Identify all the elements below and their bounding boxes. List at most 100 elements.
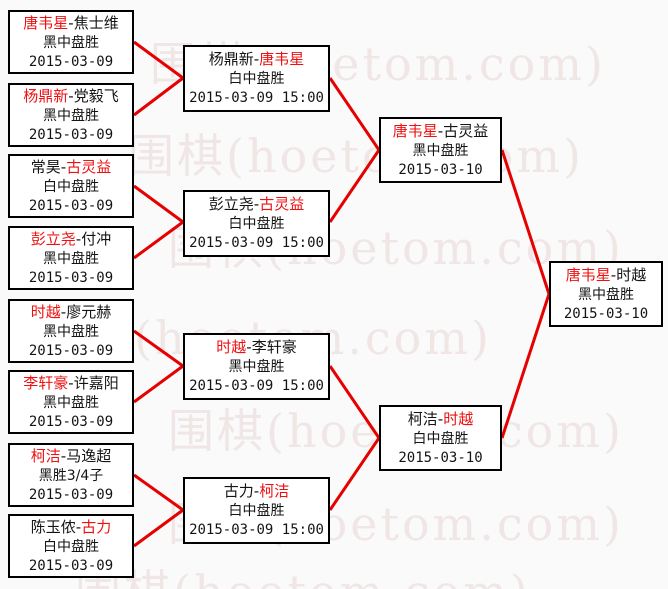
match-date: 2015-03-10: [398, 449, 483, 466]
match-players: 时越-廖元赫: [30, 302, 112, 321]
connector-line: [133, 473, 184, 512]
player-name: 柯洁: [30, 446, 61, 465]
match-box-r1-4: 彭立尧-付冲 黑中盘胜 2015-03-09: [8, 226, 134, 290]
player-name: 时越: [216, 338, 247, 356]
player-name: 付冲: [81, 229, 112, 248]
player-name: 彭立尧: [30, 229, 76, 248]
player-name: 古力: [223, 482, 254, 500]
match-box-r2-1: 杨鼎新-唐韦星 白中盘胜 2015-03-09 15:00: [183, 45, 330, 112]
player-name: 唐韦星: [259, 50, 305, 68]
match-result: 白中盘胜: [228, 503, 285, 519]
match-box-r1-6: 李轩豪-许嘉阳 黑中盘胜 2015-03-09: [8, 370, 134, 434]
player-name: 古灵益: [66, 157, 112, 176]
match-date: 2015-03-09: [28, 269, 114, 286]
match-box-r1-3: 常昊-古灵益 白中盘胜 2015-03-09: [8, 154, 134, 218]
connector-line: [133, 329, 184, 368]
match-result: 黑中盘胜: [43, 34, 99, 51]
match-date: 2015-03-09: [28, 486, 114, 503]
connector-line: [133, 76, 184, 117]
match-date: 2015-03-09 15:00: [189, 90, 324, 106]
match-box-r1-8: 陈玉侬-古力 白中盘胜 2015-03-09: [8, 514, 134, 578]
player-name: 常昊: [30, 157, 61, 176]
player-name: 李轩豪: [251, 338, 297, 356]
match-box-r1-2: 杨鼎新-党毅飞 黑中盘胜 2015-03-09: [8, 83, 134, 147]
match-players: 彭立尧-古灵益: [208, 195, 305, 213]
match-players: 柯洁-马逸超: [30, 446, 112, 465]
player-name: 党毅飞: [73, 86, 119, 105]
match-box-r2-2: 彭立尧-古灵益 白中盘胜 2015-03-09 15:00: [183, 190, 330, 257]
match-players: 陈玉侬-古力: [30, 517, 112, 536]
match-result: 黑中盘胜: [578, 286, 634, 303]
match-result: 黑中盘胜: [412, 142, 469, 159]
match-box-final: 唐韦星-时越 黑中盘胜 2015-03-10: [549, 261, 663, 327]
match-box-r2-4: 古力-柯洁 白中盘胜 2015-03-09 15:00: [183, 477, 330, 544]
match-result: 黑中盘胜: [228, 359, 285, 375]
player-name: 柯洁: [407, 409, 438, 428]
match-date: 2015-03-09: [28, 197, 114, 214]
match-box-sf-1: 唐韦星-古灵益 黑中盘胜 2015-03-10: [379, 117, 502, 183]
connector-line: [133, 220, 184, 260]
match-result: 黑中盘胜: [43, 107, 99, 124]
player-name: 杨鼎新: [208, 50, 254, 68]
match-date: 2015-03-09 15:00: [189, 522, 324, 538]
match-players: 柯洁-时越: [407, 409, 474, 428]
match-date: 2015-03-09: [28, 342, 114, 359]
connector-line: [328, 77, 381, 151]
match-players: 常昊-古灵益: [30, 157, 112, 176]
match-date: 2015-03-09: [28, 413, 114, 430]
player-name: 李轩豪: [23, 373, 69, 392]
player-name: 古力: [81, 517, 112, 536]
match-players: 唐韦星-焦士维: [23, 13, 119, 32]
connector-line: [328, 149, 381, 223]
match-players: 彭立尧-付冲: [30, 229, 112, 248]
player-name: 时越: [30, 302, 61, 321]
connector-line: [500, 149, 551, 295]
match-date: 2015-03-09 15:00: [189, 378, 324, 394]
match-players: 古力-柯洁: [223, 482, 290, 500]
match-result: 白中盘胜: [43, 178, 99, 195]
player-name: 焦士维: [73, 13, 119, 32]
match-players: 李轩豪-许嘉阳: [23, 373, 119, 392]
connector-line: [133, 508, 184, 548]
watermark-text: 围棋(hoetom.com): [75, 556, 531, 589]
player-name: 唐韦星: [565, 265, 611, 284]
connector-line: [500, 293, 551, 439]
connector-line: [133, 364, 184, 404]
match-date: 2015-03-10: [563, 305, 649, 322]
player-name: 许嘉阳: [73, 373, 119, 392]
connector-line: [328, 437, 381, 511]
player-name: 廖元赫: [66, 302, 112, 321]
match-players: 杨鼎新-唐韦星: [208, 50, 305, 68]
match-players: 杨鼎新-党毅飞: [23, 86, 119, 105]
player-name: 陈玉侬: [30, 517, 76, 536]
match-result: 白中盘胜: [228, 216, 285, 232]
match-players: 唐韦星-古灵益: [392, 121, 489, 140]
match-result: 黑中盘胜: [43, 394, 99, 411]
player-name: 时越: [616, 265, 647, 284]
match-result: 白中盘胜: [228, 71, 285, 87]
match-result: 白中盘胜: [412, 430, 469, 447]
match-box-r1-1: 唐韦星-焦士维 黑中盘胜 2015-03-09: [8, 10, 134, 74]
match-result: 黑中盘胜: [43, 250, 99, 267]
connector-line: [133, 40, 184, 80]
match-box-r2-3: 时越-李轩豪 黑中盘胜 2015-03-09 15:00: [183, 333, 330, 400]
match-box-r1-7: 柯洁-马逸超 黑胜3/4子 2015-03-09: [8, 443, 134, 507]
match-box-r1-5: 时越-廖元赫 黑中盘胜 2015-03-09: [8, 299, 134, 363]
match-players: 唐韦星-时越: [565, 265, 647, 284]
match-result: 黑胜3/4子: [38, 467, 104, 484]
player-name: 古灵益: [443, 121, 489, 140]
connector-line: [133, 184, 184, 224]
player-name: 柯洁: [259, 482, 290, 500]
player-name: 彭立尧: [208, 195, 254, 213]
match-date: 2015-03-09: [28, 126, 114, 143]
player-name: 马逸超: [66, 446, 112, 465]
player-name: 唐韦星: [392, 121, 438, 140]
player-name: 唐韦星: [23, 13, 69, 32]
player-name: 杨鼎新: [23, 86, 69, 105]
watermark-text: 围棋(hoetom.com): [128, 129, 584, 183]
match-box-sf-2: 柯洁-时越 白中盘胜 2015-03-10: [379, 405, 502, 471]
match-players: 时越-李轩豪: [216, 338, 297, 356]
connector-line: [328, 365, 381, 439]
match-date: 2015-03-09 15:00: [189, 235, 324, 251]
